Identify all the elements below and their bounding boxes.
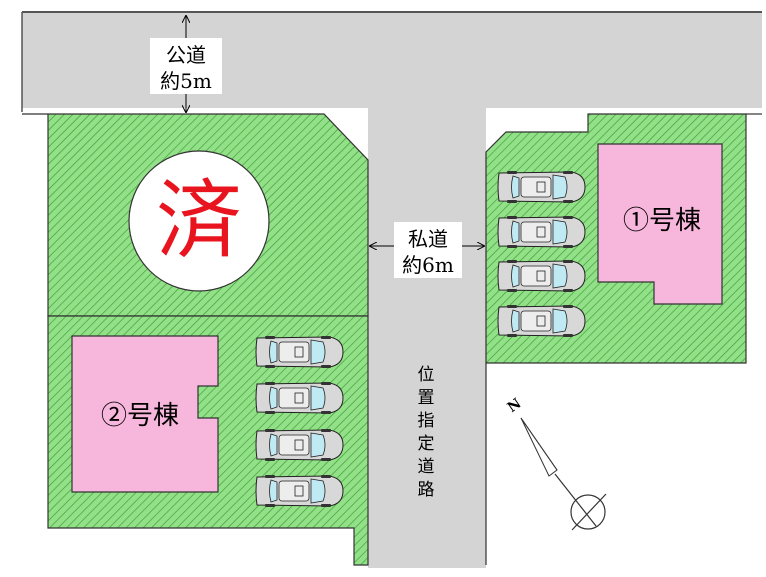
private-road-dimension: 私道 約6m <box>370 222 484 278</box>
car <box>255 428 344 462</box>
public-road-width: 約5m <box>160 69 212 93</box>
car <box>497 259 586 293</box>
designated-road-char: 指 <box>418 411 435 431</box>
sold-stamp: 済 <box>128 150 270 292</box>
public-road-label: 公道 <box>166 43 206 67</box>
designated-road-char: 路 <box>418 480 435 500</box>
designated-road-char: 位 <box>418 365 435 385</box>
private-road-label: 私道 <box>408 227 448 251</box>
public-road-dimension: 公道 約5m <box>150 16 222 112</box>
car <box>497 170 586 204</box>
car <box>255 381 344 415</box>
car <box>497 304 586 338</box>
north-label: N <box>505 395 525 416</box>
building-2-label: ②号棟 <box>101 401 179 431</box>
building-1: ①号棟 <box>597 143 723 305</box>
car <box>497 215 586 249</box>
north-compass-icon: N <box>505 395 607 531</box>
private-road-width: 約6m <box>402 253 454 277</box>
building-1-label: ①号棟 <box>623 206 701 236</box>
sold-stamp-text: 済 <box>156 171 242 271</box>
designated-road-char: 道 <box>418 457 435 477</box>
designated-road-char: 定 <box>418 434 435 454</box>
car <box>255 474 344 508</box>
car <box>255 335 344 369</box>
private-road <box>368 108 486 568</box>
building-2: ②号棟 <box>71 335 219 493</box>
public-road <box>21 11 762 112</box>
designated-road-char: 置 <box>418 388 435 408</box>
designated-road-label: 位 置 指 定 道 路 <box>418 365 435 500</box>
